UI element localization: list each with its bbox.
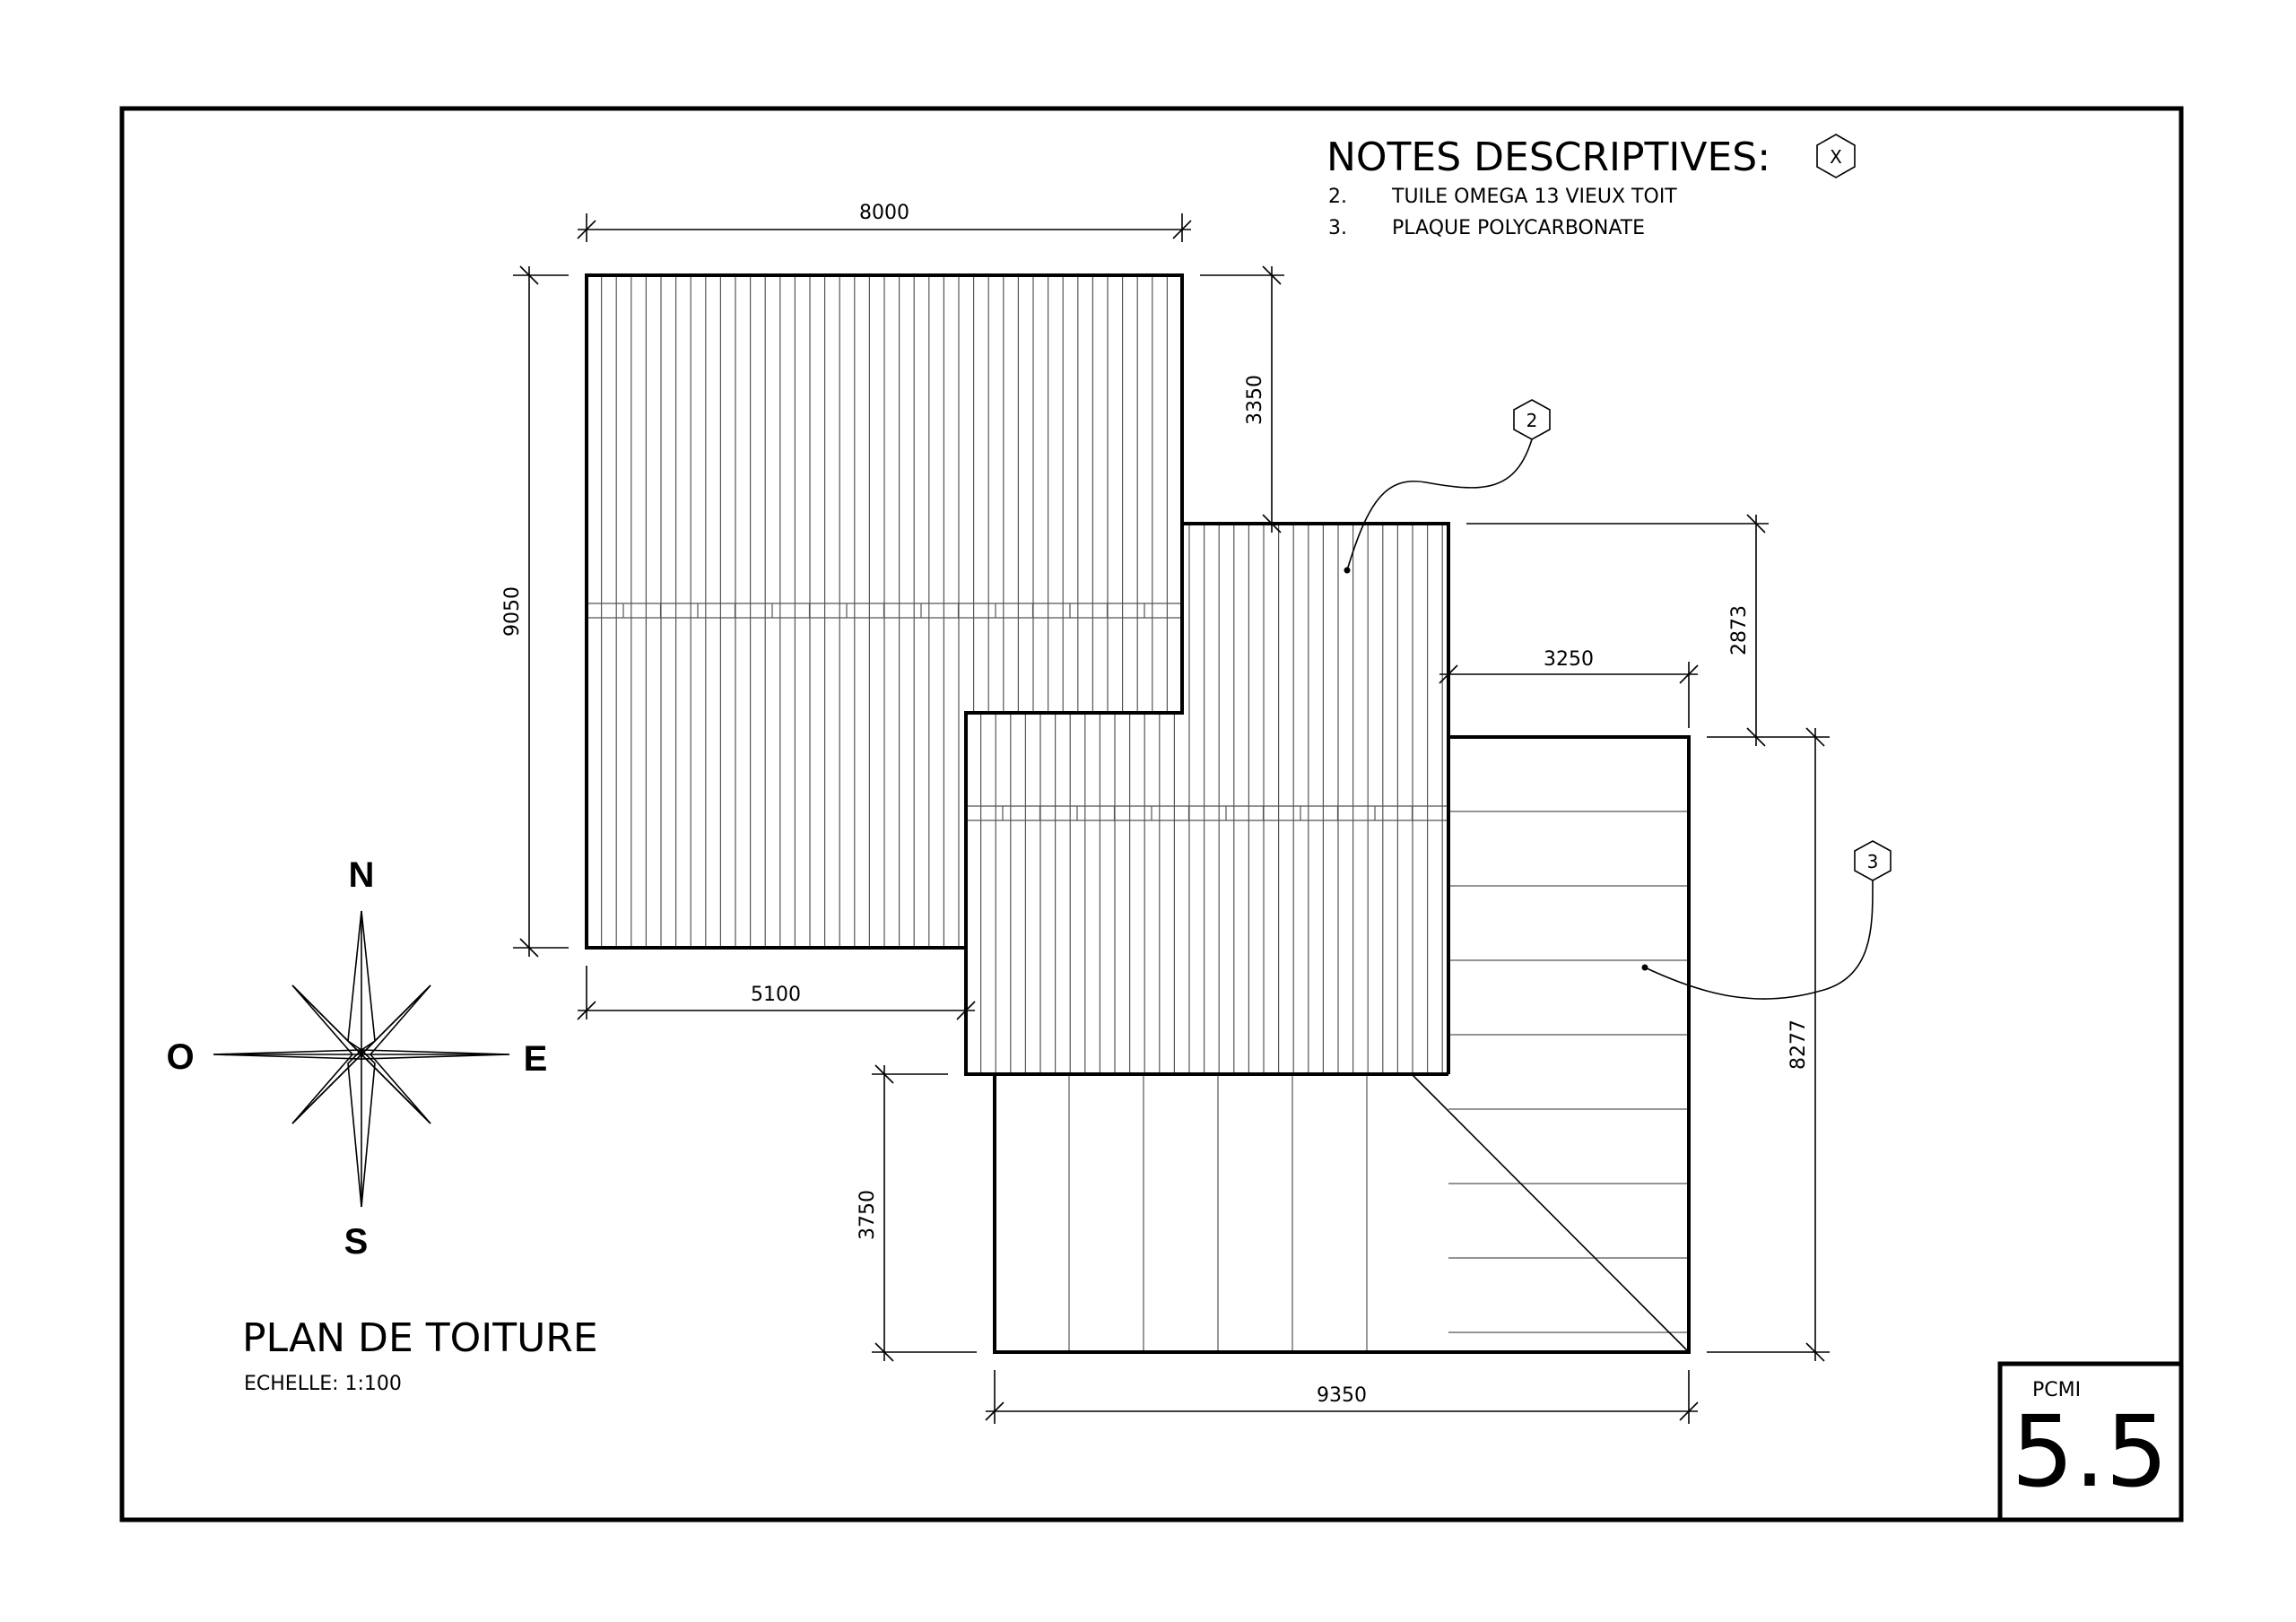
dimension-top-width: 8000 (577, 202, 1192, 242)
svg-text:2873: 2873 (1728, 605, 1751, 655)
notes-tag: X (1830, 146, 1842, 168)
callout-3-label: 3 (1867, 851, 1879, 872)
dimension-right-step: 2873 (1466, 514, 1769, 747)
compass-rose: N S E O (166, 855, 547, 1262)
dimension-right-height: 8277 (1707, 727, 1830, 1362)
callout-2-label: 2 (1526, 410, 1538, 431)
note-2-text: TUILE OMEGA 13 VIEUX TOIT (1391, 186, 1677, 208)
svg-text:9350: 9350 (1317, 1384, 1367, 1407)
roof-step-line (964, 524, 1184, 948)
tile-roof-hatching (600, 275, 1443, 1074)
polycarbonate-diagonal (1411, 1073, 1690, 1353)
title-block-label: PCMI (2032, 1379, 2081, 1401)
compass-north-label: N (349, 855, 375, 895)
svg-text:8277: 8277 (1787, 1019, 1810, 1070)
ridge-tile-joints (622, 603, 1413, 820)
polycarbonate-roof-lines (1068, 811, 1689, 1352)
dimension-lower-left: 5100 (577, 966, 976, 1020)
svg-text:3750: 3750 (857, 1190, 879, 1240)
note-2-number: 2. (1328, 186, 1347, 208)
notes-tag-hexagon (1816, 134, 1856, 178)
callout-polycarbonate-roof: 3 (1641, 840, 1892, 1000)
compass-east-label: E (524, 1039, 548, 1079)
note-3-text: PLAQUE POLYCARBONATE (1392, 217, 1645, 239)
drawing-frame (119, 106, 2184, 1522)
plan-title: PLAN DE TOITURE (242, 1315, 598, 1361)
svg-text:3350: 3350 (1244, 375, 1266, 425)
compass-south-label: S (344, 1222, 369, 1262)
dimension-lower-height: 3750 (857, 1064, 977, 1362)
dimension-mid-width: 3250 (1439, 648, 1699, 728)
svg-text:8000: 8000 (859, 202, 909, 224)
callout-tile-roof: 2 (1344, 399, 1551, 574)
title-block: PCMI 5.5 (1997, 1361, 2184, 1522)
dimension-left-height: 9050 (501, 265, 569, 958)
svg-text:9050: 9050 (501, 586, 524, 637)
notes-block: NOTES DESCRIPTIVES: X 2. TUILE OMEGA 13 … (1326, 134, 1856, 239)
svg-text:5100: 5100 (751, 984, 801, 1006)
note-3-number: 3. (1328, 217, 1347, 239)
ridge-band-lower (966, 805, 1448, 821)
plan-scale: ECHELLE: 1:100 (244, 1373, 402, 1395)
sheet-number: 5.5 (2012, 1394, 2169, 1509)
dimension-bottom-width: 9350 (985, 1370, 1699, 1424)
svg-text:3250: 3250 (1544, 648, 1594, 671)
dimension-upper-offset: 3350 (1200, 265, 1284, 533)
notes-title: NOTES DESCRIPTIVES: (1326, 134, 1770, 180)
compass-west-label: O (166, 1037, 194, 1077)
